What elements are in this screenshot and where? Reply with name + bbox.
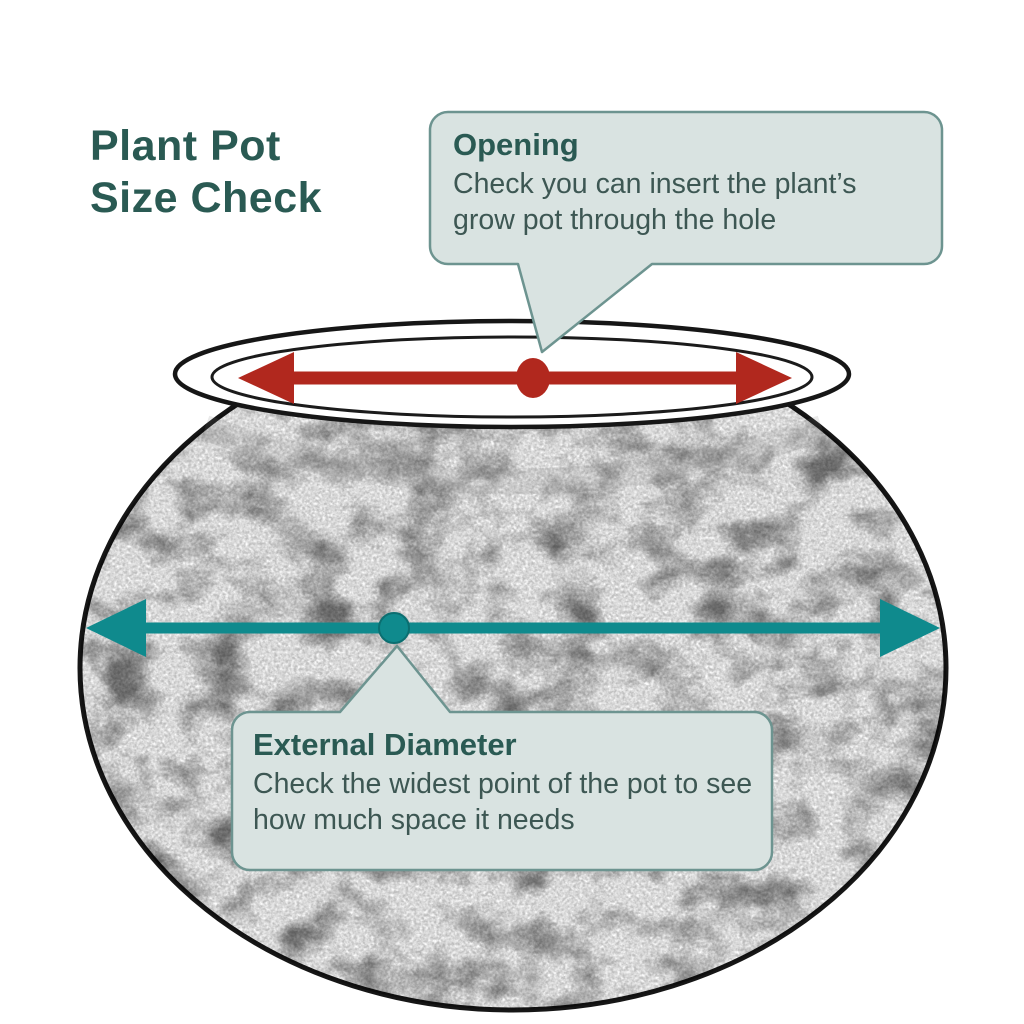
pot-illustration	[77, 318, 949, 1013]
external-diameter-callout: External Diameter Check the widest point…	[253, 727, 758, 838]
external-diameter-arrow	[86, 599, 940, 657]
opening-callout-body: Check you can insert the plant’s grow po…	[453, 168, 857, 236]
page-title-line2: Size Check	[90, 174, 323, 223]
opening-callout-heading: Opening	[453, 127, 579, 162]
external-diameter-callout-bubble	[230, 644, 774, 872]
pot-texture	[80, 326, 946, 1010]
opening-callout: Opening Check you can insert the plant’s…	[453, 127, 925, 238]
opening-callout-bubble	[428, 110, 944, 354]
external-diameter-callout-heading: External Diameter	[253, 727, 517, 762]
diameter-arrowhead-right	[880, 599, 940, 657]
opening-arrowhead-left	[238, 352, 294, 404]
external-diameter-center-dot	[378, 612, 410, 644]
external-diameter-callout-body: Check the widest point of the pot to see…	[253, 768, 753, 836]
opening-center-dot	[516, 358, 550, 398]
pot-rim-shadow	[200, 415, 827, 495]
page-title-line1: Plant Pot	[90, 122, 281, 170]
page-title: Plant Pot Size Check	[90, 120, 322, 225]
opening-arrowhead-right	[736, 352, 792, 404]
opening-arrow	[238, 352, 792, 404]
diameter-arrowhead-left	[86, 599, 146, 657]
